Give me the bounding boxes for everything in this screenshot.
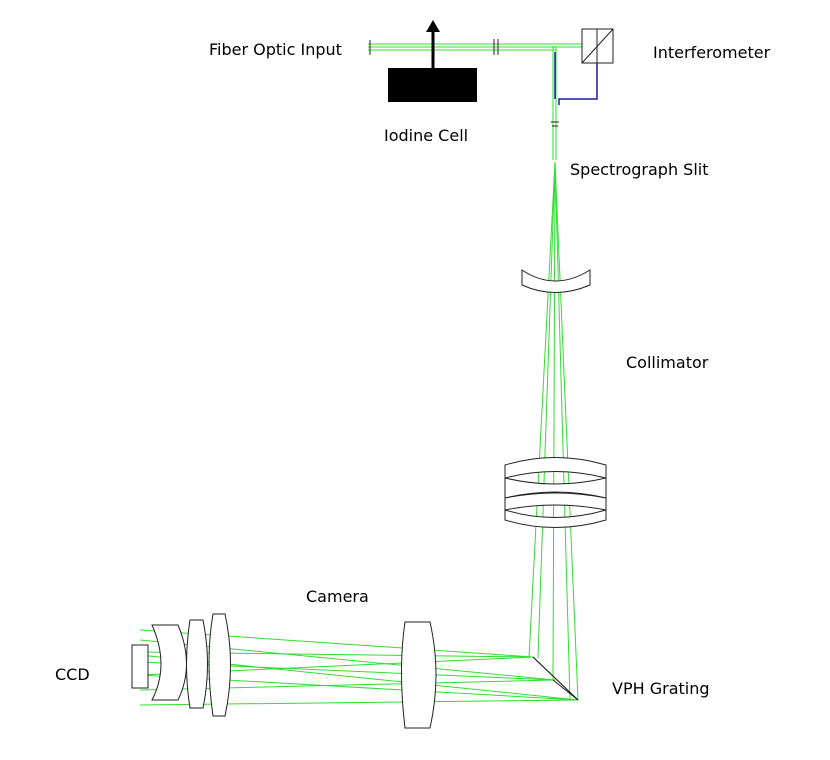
interferometer	[554, 28, 614, 105]
camera-optics	[131, 613, 437, 729]
collimator-lens-4	[504, 492, 607, 511]
camera-lens-3	[208, 613, 231, 717]
camera-lens-2	[186, 619, 208, 709]
spectrograph-slit-label: Spectrograph Slit	[570, 160, 708, 179]
fiber-optic-input-label: Fiber Optic Input	[209, 40, 342, 59]
fiber-relay-lens	[493, 39, 499, 55]
camera-lens-front	[401, 621, 437, 729]
collimator-lens-5	[504, 509, 607, 528]
ccd-label: CCD	[55, 665, 90, 684]
iodine-cell-arrow-icon	[426, 20, 440, 32]
beam-paths	[139, 43, 612, 706]
collimator-label: Collimator	[626, 353, 709, 372]
collimator-beam	[528, 161, 579, 701]
collimator-optics	[504, 269, 607, 528]
collimator-lens-1	[521, 269, 591, 293]
spectrograph-slit	[551, 121, 559, 127]
fiber-input-beam	[368, 43, 612, 51]
slit-feed-beam	[552, 46, 557, 160]
iodine-cell	[388, 20, 477, 102]
ccd-detector	[131, 644, 149, 689]
interferometer-label: Interferometer	[653, 43, 771, 62]
iodine-cell-body	[388, 68, 477, 102]
labels: Fiber Optic Input Interferometer Iodine …	[55, 40, 771, 698]
camera-label: Camera	[306, 587, 369, 606]
camera-lens-1	[151, 624, 187, 701]
iodine-cell-label: Iodine Cell	[384, 126, 468, 145]
vph-grating-label: VPH Grating	[612, 679, 710, 698]
interferometer-path	[558, 63, 598, 105]
collimator-lens-2	[504, 457, 607, 479]
vph-grating	[532, 656, 579, 701]
